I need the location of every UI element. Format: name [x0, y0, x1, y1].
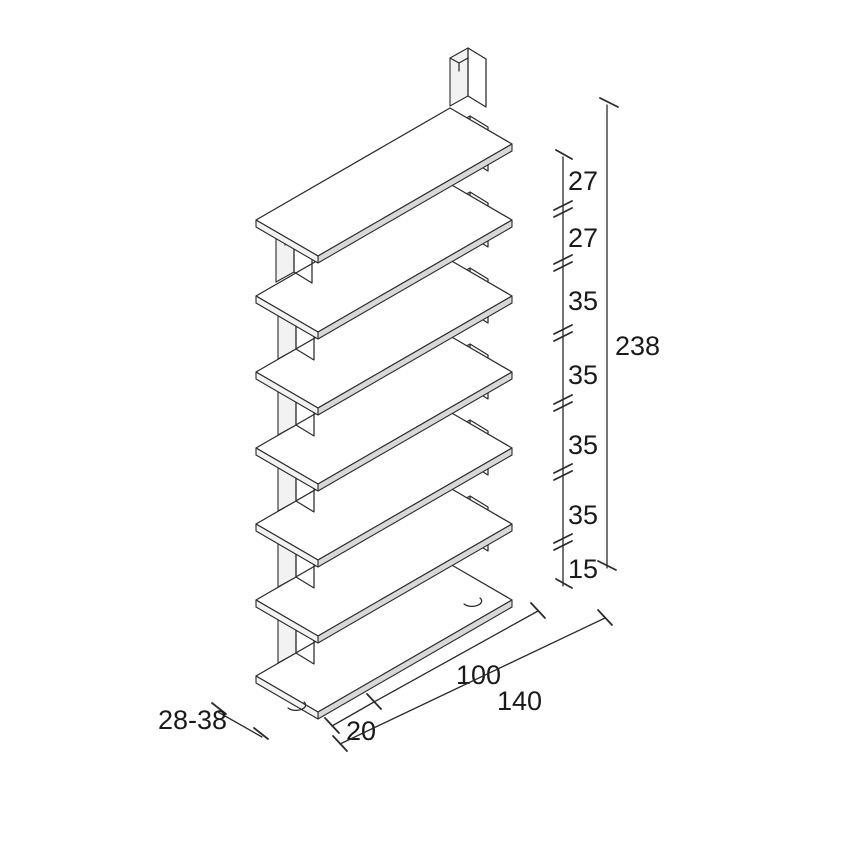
- dim-label-offset: 20: [346, 716, 376, 746]
- outer-width-dimension: 140: [332, 609, 613, 752]
- depth-dimension: 28-38: [158, 702, 269, 740]
- shelf-unit-1: [255, 47, 513, 264]
- vertical-dimension-chain: 27 27 35 35 35 35 15: [553, 149, 598, 589]
- chain-tick-4: [553, 394, 573, 412]
- dim-label-seg-4: 35: [568, 360, 598, 390]
- dim-label-outer-width: 140: [497, 686, 542, 716]
- chain-tick-3: [553, 324, 573, 342]
- dim-label-seg-1: 27: [568, 166, 598, 196]
- chain-tick-1: [553, 200, 573, 218]
- dim-label-total-height: 238: [615, 331, 660, 361]
- dim-label-seg-3: 35: [568, 286, 598, 316]
- dim-label-seg-7: 15: [568, 554, 598, 584]
- shelf-assembly: [255, 47, 513, 720]
- dim-label-seg-6: 35: [568, 500, 598, 530]
- chain-tick-2: [553, 254, 573, 272]
- shelf-unit-2: [255, 115, 513, 340]
- total-height-dimension: 238: [597, 97, 660, 571]
- dim-label-seg-5: 35: [568, 430, 598, 460]
- chain-tick-5: [553, 463, 573, 481]
- shelf-unit-3: [255, 191, 513, 416]
- chain-tick-6: [553, 533, 573, 551]
- dim-label-seg-2: 27: [568, 223, 598, 253]
- offset-dimension: 20: [324, 693, 382, 746]
- dim-label-depth: 28-38: [158, 705, 227, 735]
- shelf-unit-4: [255, 267, 513, 492]
